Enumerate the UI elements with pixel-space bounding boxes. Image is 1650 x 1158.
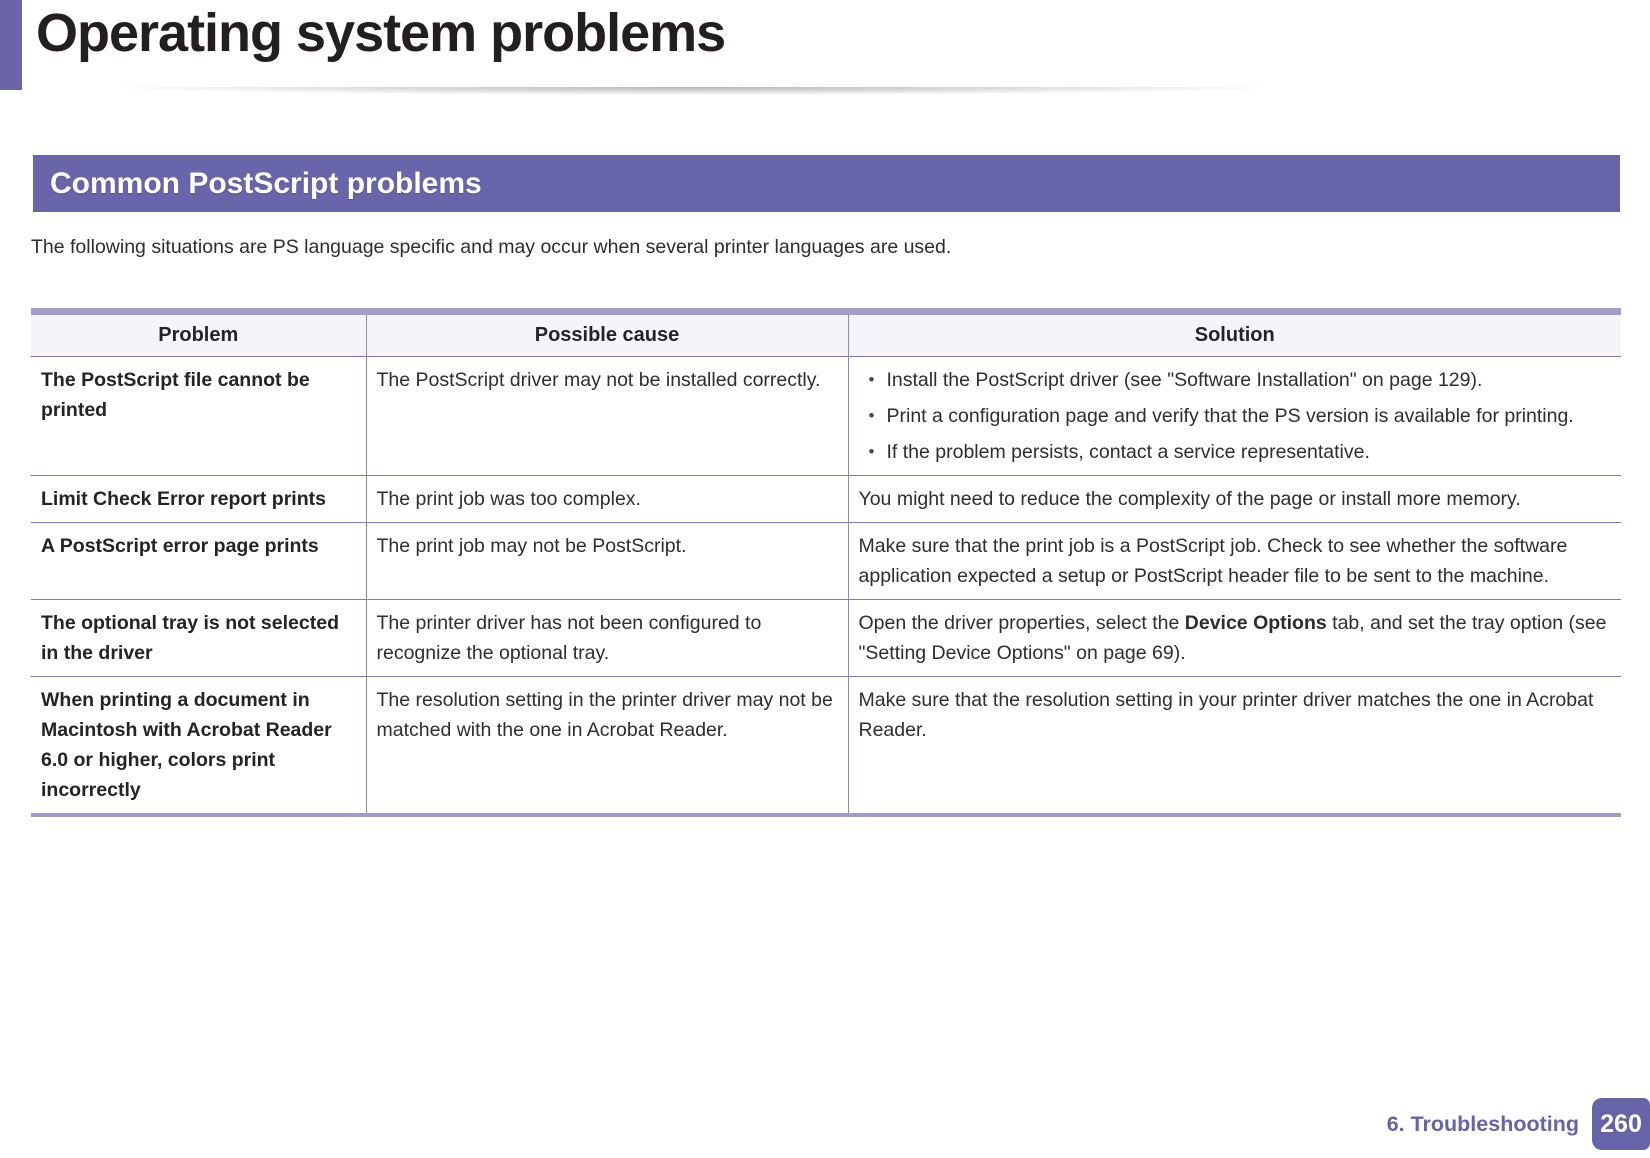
bullet-icon: • [868, 370, 875, 389]
footer-chapter-label: 6. Troubleshooting [1386, 1111, 1579, 1136]
cause-cell: The print job was too complex. [365, 475, 848, 523]
table-row: The optional tray is not selected in the… [31, 599, 1621, 677]
table-row: Limit Check Error report prints The prin… [31, 475, 1621, 523]
column-header-solution: Solution [847, 311, 1621, 357]
solution-text: If the problem persists, contact a servi… [886, 441, 1370, 463]
solution-bullet-list: • Install the PostScript driver (see "So… [859, 365, 1608, 467]
intro-paragraph: The following situations are PS language… [31, 236, 952, 258]
cause-cell: The PostScript driver may not be install… [365, 356, 848, 476]
cause-cell: The print job may not be PostScript. [365, 522, 848, 600]
problem-cell: The optional tray is not selected in the… [31, 599, 366, 677]
section-header-label: Common PostScript problems [50, 167, 482, 200]
postscript-problems-table: Problem Possible cause Solution The Post… [31, 308, 1621, 817]
cause-cell: The printer driver has not been configur… [365, 599, 848, 677]
list-item: • Print a configuration page and verify … [859, 401, 1608, 431]
table-header-row: Problem Possible cause Solution [31, 311, 1621, 357]
column-header-problem: Problem [31, 311, 366, 357]
table-row: The PostScript file cannot be printed Th… [31, 356, 1621, 476]
solution-bold-term: Device Options [1184, 612, 1327, 634]
cause-cell: The resolution setting in the printer dr… [365, 676, 848, 815]
problem-cell: The PostScript file cannot be printed [31, 356, 366, 476]
problem-cell: Limit Check Error report prints [31, 475, 366, 523]
page-footer: 6. Troubleshooting 260 [1387, 1098, 1650, 1150]
solution-cell: Make sure that the print job is a PostSc… [847, 522, 1621, 600]
bullet-icon: • [868, 442, 875, 461]
page-title: Operating system problems [36, 3, 726, 63]
table-row: When printing a document in Macintosh wi… [31, 676, 1621, 815]
solution-cell: • Install the PostScript driver (see "So… [847, 356, 1621, 476]
table-row: A PostScript error page prints The print… [31, 522, 1621, 600]
solution-text: tab, and set the tray option (see "Setti… [858, 612, 1607, 664]
solution-cell: Open the driver properties, select the D… [847, 599, 1621, 677]
list-item: • Install the PostScript driver (see "So… [859, 365, 1608, 395]
title-accent-bar [0, 0, 22, 90]
column-header-possible-cause: Possible cause [365, 311, 848, 357]
solution-text: Install the PostScript driver (see "Soft… [886, 369, 1483, 391]
solution-text: Open the driver properties, select the [858, 612, 1185, 634]
problem-cell: When printing a document in Macintosh wi… [41, 689, 332, 801]
list-item: • If the problem persists, contact a ser… [859, 437, 1608, 467]
solution-cell: Make sure that the resolution setting in… [847, 676, 1621, 815]
section-header: Common PostScript problems [33, 155, 1620, 212]
problem-cell: A PostScript error page prints [31, 522, 366, 600]
solution-cell: You might need to reduce the complexity … [847, 475, 1621, 523]
bullet-icon: • [868, 406, 875, 425]
solution-text: Print a configuration page and verify th… [886, 405, 1574, 427]
page-number-badge: 260 [1592, 1098, 1650, 1150]
title-shadow-divider [0, 87, 1510, 101]
